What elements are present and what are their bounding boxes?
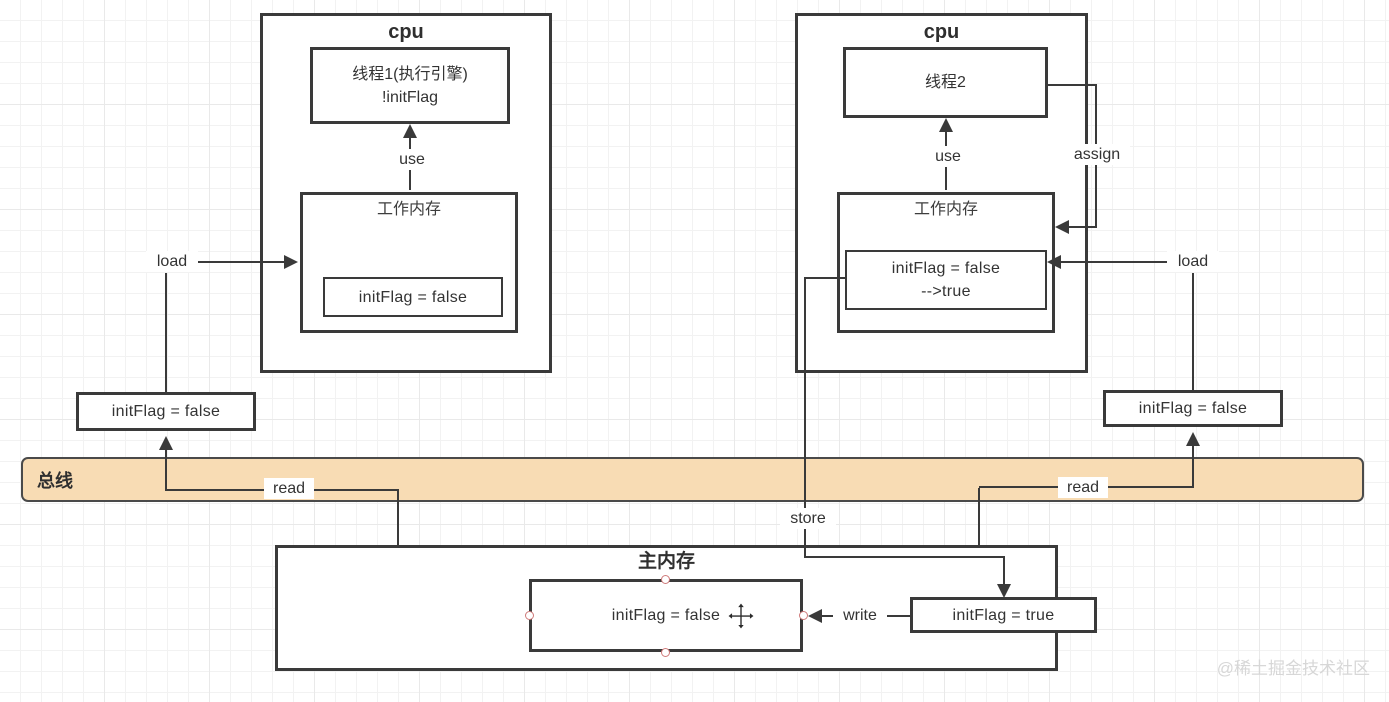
load-right-connector-h[interactable]: [1061, 261, 1170, 263]
read-left-label[interactable]: read: [264, 478, 314, 499]
read-right-connector-v1[interactable]: [978, 488, 980, 545]
initflag-main-shape[interactable]: initFlag = false: [529, 579, 803, 652]
connection-handle-right[interactable]: [799, 611, 808, 620]
working-memory-right-title: 工作内存: [913, 201, 978, 218]
load-left-connector-h[interactable]: [194, 261, 284, 263]
assign-label[interactable]: assign: [1064, 144, 1130, 165]
store-connector-h2[interactable]: [804, 556, 1005, 558]
connection-handle-left[interactable]: [525, 611, 534, 620]
cpu-right-title: cpu: [923, 21, 960, 43]
initflag-right-working-value-line2: -->true: [921, 283, 971, 300]
initflag-left-cache-shape[interactable]: initFlag = false: [76, 392, 256, 431]
write-arrowhead-icon: [808, 609, 822, 623]
load-left-arrowhead-icon: [284, 255, 298, 269]
assign-arrowhead-icon: [1055, 220, 1069, 234]
load-left-connector-v[interactable]: [165, 273, 167, 392]
assign-connector-h2[interactable]: [1069, 226, 1097, 228]
read-left-connector-v1[interactable]: [397, 491, 399, 545]
assign-connector-h1[interactable]: [1048, 84, 1097, 86]
move-cursor-icon: [725, 600, 757, 632]
use-right-label[interactable]: use: [928, 146, 968, 167]
bus-label: 总线: [37, 470, 73, 491]
thread1-label-line2: !initFlag: [381, 88, 439, 106]
write-label[interactable]: write: [833, 605, 887, 626]
store-connector-h1[interactable]: [805, 277, 846, 279]
initflag-right-cache-shape[interactable]: initFlag = false: [1103, 390, 1283, 427]
bus-shape[interactable]: 总线: [21, 457, 1364, 502]
watermark-text: @稀土掘金技术社区: [1216, 659, 1370, 678]
load-right-label[interactable]: load: [1167, 251, 1219, 272]
use-right-arrowhead-icon: [939, 118, 953, 132]
initflag-left-working-value: initFlag = false: [358, 288, 468, 306]
working-memory-left-title: 工作内存: [376, 201, 441, 218]
initflag-right-working-shape[interactable]: initFlag = false -->true: [845, 250, 1047, 310]
thread2-shape[interactable]: 线程2: [843, 47, 1048, 118]
store-label[interactable]: store: [780, 508, 836, 529]
cpu-left-title: cpu: [388, 21, 424, 43]
initflag-true-value: initFlag = true: [952, 606, 1055, 624]
connection-handle-top[interactable]: [661, 575, 670, 584]
use-left-label[interactable]: use: [392, 149, 432, 170]
main-memory-title: 主内存: [637, 551, 695, 572]
initflag-right-working-value-line1: initFlag = false: [891, 260, 1001, 277]
use-left-arrowhead-icon: [403, 124, 417, 138]
thread2-label: 线程2: [925, 74, 966, 91]
initflag-right-cache-value: initFlag = false: [1138, 400, 1248, 417]
read-left-connector-v2[interactable]: [165, 450, 167, 490]
read-right-arrowhead-icon: [1186, 432, 1200, 446]
read-right-connector-v2[interactable]: [1192, 446, 1194, 487]
connection-handle-bottom[interactable]: [661, 648, 670, 657]
load-right-arrowhead-icon: [1047, 255, 1061, 269]
store-connector-v1[interactable]: [804, 277, 806, 558]
initflag-true-shape[interactable]: initFlag = true: [910, 597, 1097, 633]
thread1-shape[interactable]: 线程1(执行引擎) !initFlag: [310, 47, 510, 124]
load-right-connector-v[interactable]: [1192, 273, 1194, 390]
initflag-main-value: initFlag = false: [611, 607, 721, 624]
initflag-left-working-shape[interactable]: initFlag = false: [323, 277, 503, 317]
load-left-label[interactable]: load: [146, 251, 198, 272]
read-left-arrowhead-icon: [159, 436, 173, 450]
initflag-left-cache-value: initFlag = false: [111, 403, 221, 420]
store-connector-v2[interactable]: [1003, 558, 1005, 584]
store-arrowhead-icon: [997, 584, 1011, 598]
thread1-label-line1: 线程1(执行引擎): [352, 65, 468, 83]
read-right-label[interactable]: read: [1058, 477, 1108, 498]
